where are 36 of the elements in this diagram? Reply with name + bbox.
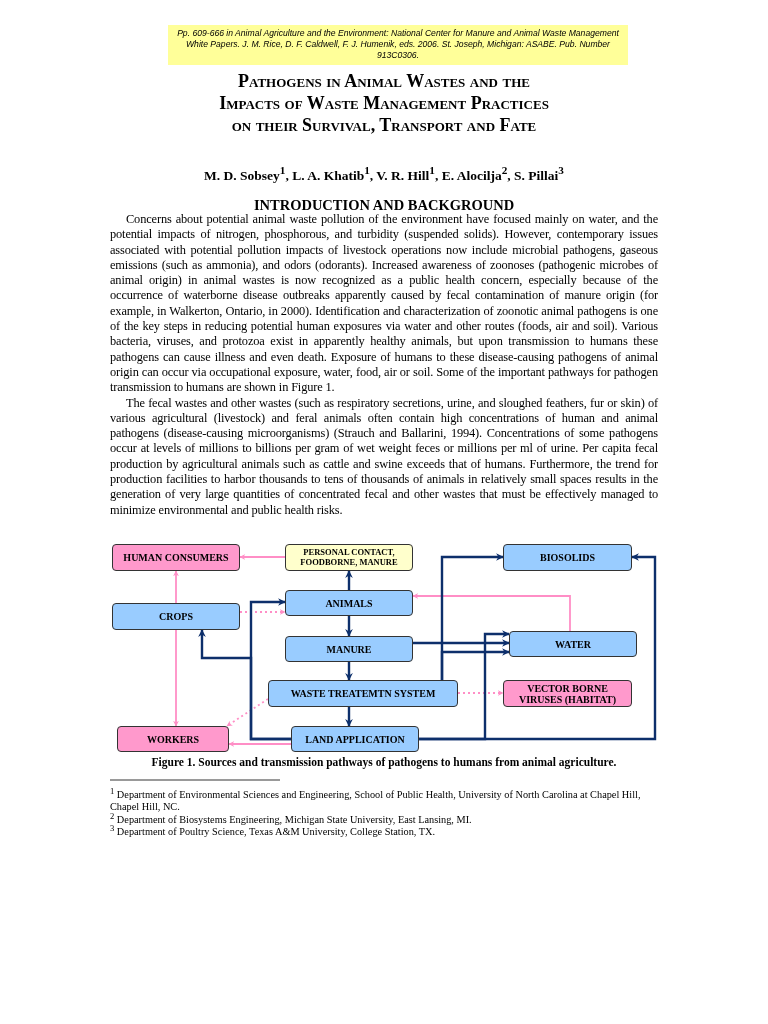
arrow bbox=[198, 629, 291, 741]
process-box: BIOSOLIDS bbox=[503, 544, 632, 571]
citation-note: Pp. 609-666 in Animal Agriculture and the Environment: National Center for Manure and Animal Waste Management White Papers. J. M. Rice, D. F. Caldwell, F. J. Humenik, eds. 2006. St. Joseph, Michigan: ASABE. Pub. Number 913C0306. bbox=[168, 25, 628, 65]
arrow bbox=[345, 570, 353, 590]
footnote: $^{1}$ Department of Environmental Sciences and Engineering, School of Public Health, University of North Carolina at Chapel Hill, Chapel Hill, NC. bbox=[110, 785, 642, 814]
arrow bbox=[345, 616, 353, 637]
process-box: MANURE bbox=[285, 636, 413, 662]
arrow bbox=[345, 662, 353, 681]
arrow bbox=[413, 639, 510, 647]
section-heading: INTRODUCTION AND BACKGROUND bbox=[252, 197, 516, 214]
arrow bbox=[457, 690, 504, 696]
arrow bbox=[239, 609, 286, 615]
arrow bbox=[239, 554, 286, 560]
figure-caption: Figure 1. Sources and transmission pathways of pathogens to humans from animal agriculture. bbox=[150, 755, 618, 769]
arrow bbox=[412, 593, 571, 632]
consumer-box: HUMAN CONSUMERS bbox=[112, 544, 240, 571]
body-paragraph: Concerns about potential animal waste pollution of the environment have focused mainly on water, and the potential impacts of nitrogen, phosphorous, and turbidity (suspended solids). However, contemporary issues associated with potential pollution impacts of livestock operations now include microbial pathogens, gaseous emissions (such as ammonia), and odors (odorants). Increased awareness of zoonoses (pathogenic microbes of animal origin) in animal wastes is now recognized as a public health concern, especially because of the occurrence of waterborne disease outbreaks apparently caused by fecal contamination of manure origin (for example, in Walkerton, Ontario, in 2000). Identification and characterization of zoonotic animal pathogens is one of the key steps in reducing potential human exposures via water and other routes (foods, air and soil). Various bacteria, viruses, and protozoa exist in apparently healthy animals, but upon transmission to humans these pathogens can cause illness and even death. Exposure of humans to these disease-causing pathogens of animal origin can occur via occupational exposure, water, food, air or soil. Some of the important pathways for pathogen transmission to humans are shown in Figure 1. bbox=[110, 212, 658, 396]
process-box: WASTE TREATEMTN SYSTEM bbox=[268, 680, 458, 707]
arrow bbox=[440, 648, 510, 680]
arrow bbox=[228, 741, 292, 747]
footnote: $^{2}$ Department of Biosystems Engineering, Michigan State University, East Lansing, MI. bbox=[110, 811, 473, 826]
arrow bbox=[226, 698, 269, 727]
arrow bbox=[419, 553, 657, 741]
vector-box: VECTOR BORNE VIRUSES (HABITAT) bbox=[503, 680, 632, 707]
arrow bbox=[173, 629, 179, 727]
pathway-box: PERSONAL CONTACT, FOODBORNE, MANURE bbox=[285, 544, 413, 571]
process-box: WATER bbox=[509, 631, 637, 657]
arrow bbox=[173, 570, 179, 604]
process-box: CROPS bbox=[112, 603, 240, 630]
worker-box: WORKERS bbox=[117, 726, 229, 752]
arrow bbox=[345, 707, 353, 727]
title: Pathogens in Animal Wastes and the Impacts of Waste Management Practices on their Survival, Transport and Fate bbox=[218, 70, 550, 136]
body-paragraph: The fecal wastes and other wastes (such as respiratory secretions, urine, and sloughed feathers, fur or skin) of various agricultural (livestock) and feral animals often contain high concentrations of human and animal pathogens (disease-causing microorganisms) (Strauch and Ballarini, 1994). Concentrations of some pathogens occur at levels of millions to billions per gram of wet weight feces or millions per ml of urine. Per capita fecal production by agricultural animals such as cattle and swine exceeds that of humans. Furthermore, the trend for production facilities to harbor thousands to tens of thousands of animals in relatively small spaces results in the generation of very large quantities of concentrated fecal and other wastes that must be effectively managed to minimize environmental and public health risks. bbox=[110, 395, 658, 518]
process-box: ANIMALS bbox=[285, 590, 413, 616]
author-list: M. D. Sobsey$^{1}$, L. A. Khatib$^{1}$, V. R. Hill$^{1}$, E. Alocilja$^{2}$, S. Pillai$^{3}$ bbox=[100, 162, 668, 184]
process-box: LAND APPLICATION bbox=[291, 726, 419, 752]
